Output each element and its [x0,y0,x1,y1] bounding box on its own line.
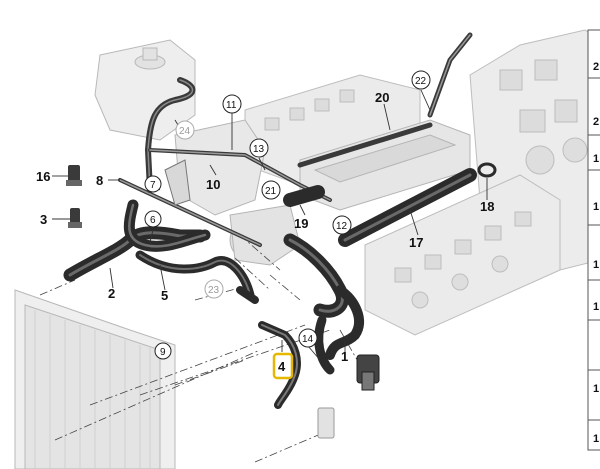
hose-19 [283,185,325,207]
callout-3: 3 [40,212,47,227]
callout-9: 9 [160,347,166,358]
water-pump-housing [174,119,301,266]
callout-22: 22 [415,76,427,87]
side-table-row-8: 1 [593,433,599,445]
hose-14 [314,315,335,375]
callout-24: 24 [179,126,191,137]
callout-17: 17 [409,235,423,250]
callout-7: 7 [150,180,156,191]
callout-13: 13 [253,144,265,155]
callout-12: 12 [336,221,348,232]
hose-1 [283,233,349,318]
sensor-3 [68,208,82,228]
callout-6: 6 [150,215,156,226]
highlight-box-4[interactable] [272,352,294,380]
callout-1: 1 [341,349,348,364]
vent-line-20 [297,122,433,168]
side-table-frame [587,29,600,451]
side-table-row-7: 1 [593,383,599,395]
side-table-row-6: 1 [593,301,599,313]
callout-10: 10 [206,177,220,192]
callout-20: 20 [375,90,389,105]
callout-23: 23 [208,285,220,296]
callout-16: 16 [36,169,50,184]
cylinder-head-upper [244,74,421,186]
callout-14: 14 [302,334,314,345]
seal-ring-18 [477,162,497,178]
callout-11: 11 [226,100,237,111]
hose-23 [236,286,259,304]
cylinder-head-lower [364,174,561,336]
side-table-row-4: 1 [593,201,599,213]
side-table-row-5: 1 [593,259,599,271]
hoses [63,32,477,409]
sensor-16 [66,165,82,186]
callout-5: 5 [161,288,168,303]
circled-callouts [144,70,431,360]
callout-4[interactable]: 4 [278,359,286,374]
callout-2: 2 [108,286,115,301]
circled-callouts-grey [175,120,224,299]
side-table-row-1: 2 [593,61,599,73]
hose-6 [123,199,211,252]
thermostat-part [356,354,380,391]
side-table-row-2: 2 [593,116,599,128]
side-table-row-3: 1 [593,153,599,165]
callout-8: 8 [96,173,103,188]
connector-part [317,407,335,439]
callout-21: 21 [265,186,277,197]
hose-1b [325,285,364,360]
callout-18: 18 [480,199,494,214]
hose-5 [135,250,255,300]
bracket-7 [164,159,191,206]
radiator [14,289,176,469]
vent-line-22 [427,32,473,118]
callout-19: 19 [294,216,308,231]
